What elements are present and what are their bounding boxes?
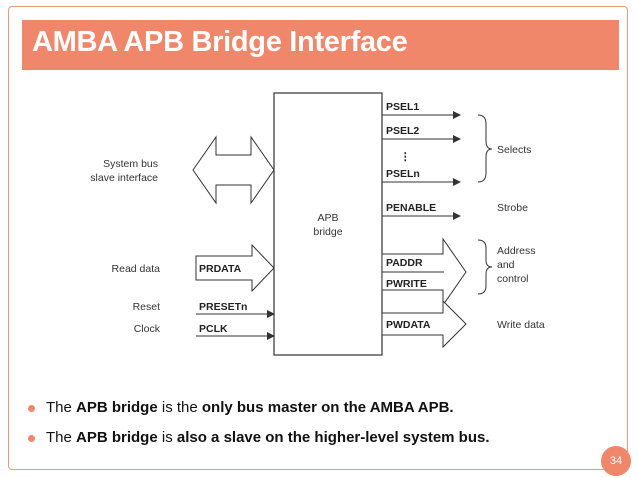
bullet-item-2: The APB bridge is also a slave on the hi… xyxy=(26,428,490,458)
bullet-2-text-b: APB bridge xyxy=(76,429,158,446)
apb-bridge-block xyxy=(273,92,383,356)
selects-brace xyxy=(477,114,493,183)
bullet-2-text-a: The xyxy=(46,429,77,446)
pseln-signal: PSELn xyxy=(386,168,420,180)
address-control-brace xyxy=(477,239,493,295)
presetn-signal: PRESETn xyxy=(199,301,247,313)
block-label-apb: APB xyxy=(317,212,338,224)
read-data-label: Read data xyxy=(112,263,161,275)
strobe-label: Strobe xyxy=(497,202,528,214)
slide-frame xyxy=(8,6,628,470)
system-bus-label-2: slave interface xyxy=(90,172,158,184)
write-data-label: Write data xyxy=(497,319,545,331)
bullet-dot-icon xyxy=(28,405,35,412)
psel2-signal: PSEL2 xyxy=(386,125,419,137)
and-label: and xyxy=(497,259,515,271)
prdata-block-arrow xyxy=(195,243,275,293)
bullet-1-text-b: APB bridge xyxy=(76,399,158,416)
page-number-badge: 34 xyxy=(601,446,631,476)
reset-label: Reset xyxy=(133,301,161,313)
pwdata-block-arrow xyxy=(381,299,467,349)
penable-signal: PENABLE xyxy=(386,202,436,214)
bullet-item-1: The APB bridge is the only bus master on… xyxy=(26,398,490,428)
title-bar: AMBA APB Bridge Interface xyxy=(22,20,619,70)
slide-title: AMBA APB Bridge Interface xyxy=(32,26,408,58)
system-bus-double-arrow xyxy=(192,135,275,205)
clock-label: Clock xyxy=(134,323,161,335)
bullet-1-text-a: The xyxy=(46,399,77,416)
bullet-2-text-d: also a slave on the higher-level system … xyxy=(176,429,490,446)
bullet-dot-icon xyxy=(28,435,35,442)
prdata-signal: PRDATA xyxy=(199,263,242,275)
bullet-1-text-d: only bus master on the AMBA APB. xyxy=(201,399,454,416)
bullet-1-text-c: is the xyxy=(157,399,202,416)
bullet-2-text-c: is xyxy=(157,429,177,446)
address-label: Address xyxy=(497,245,536,257)
bullet-list: The APB bridge is the only bus master on… xyxy=(26,398,490,458)
pclk-signal: PCLK xyxy=(199,323,228,335)
block-label-bridge: bridge xyxy=(313,226,342,238)
pwdata-signal: PWDATA xyxy=(386,319,431,331)
control-label: control xyxy=(497,273,529,285)
selects-label: Selects xyxy=(497,144,531,156)
paddr-signal: PADDR xyxy=(386,257,423,269)
pwrite-signal: PWRITE xyxy=(386,278,427,290)
psel1-signal: PSEL1 xyxy=(386,101,419,113)
system-bus-label-1: System bus xyxy=(103,158,158,170)
psel-ellipsis: ⋮ xyxy=(400,151,411,163)
